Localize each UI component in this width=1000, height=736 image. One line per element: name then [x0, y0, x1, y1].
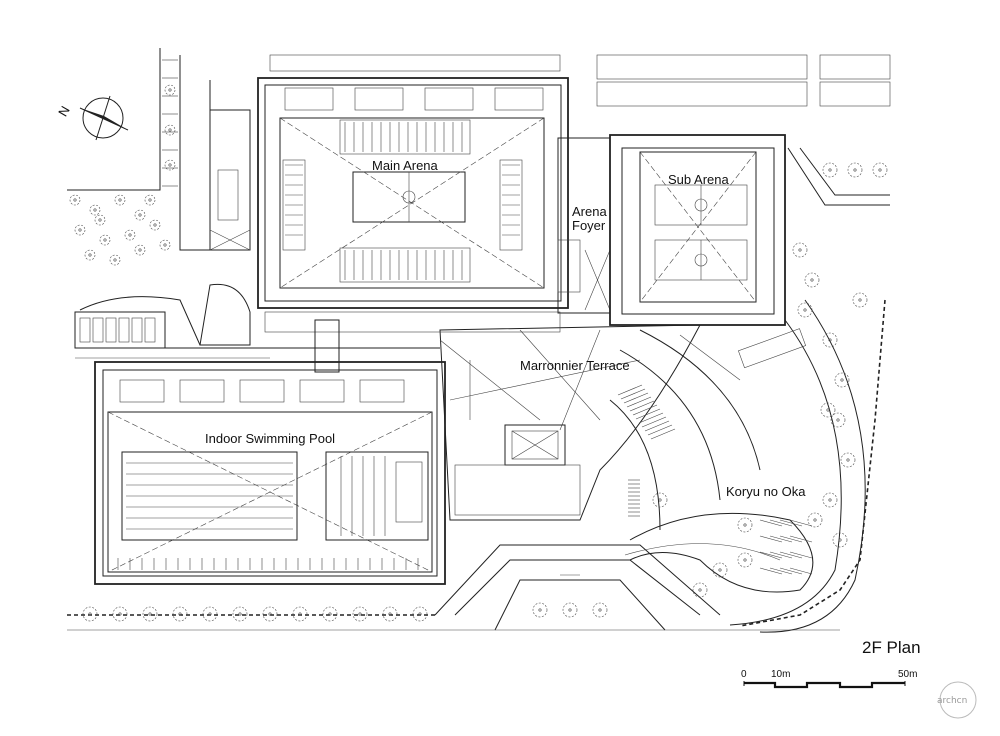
- scale-label-50m: 50m: [898, 669, 917, 680]
- watermark-logo: archcn: [937, 681, 977, 719]
- site-edge-northwest: [67, 48, 211, 266]
- label-main-arena: Main Arena: [372, 158, 439, 173]
- main-arena-block: [257, 77, 569, 309]
- label-indoor-swimming-pool: Indoor Swimming Pool: [205, 431, 335, 446]
- northwest-annex: [74, 296, 201, 349]
- plan-title: 2F Plan: [862, 638, 921, 657]
- south-boundary: [67, 606, 840, 631]
- west-service-block: [209, 109, 251, 251]
- label-koryu-no-oka: Koryu no Oka: [726, 484, 806, 499]
- east-road: [729, 147, 890, 633]
- scale-bar: 0 10m 50m: [741, 669, 917, 689]
- parking-area: [269, 54, 891, 107]
- scale-label-10m: 10m: [771, 669, 790, 680]
- north-label: N: [55, 103, 73, 119]
- watermark-text: archcn: [937, 696, 967, 706]
- label-arena-foyer-line1: Arena: [572, 204, 607, 219]
- south-plaza: [434, 544, 721, 631]
- sub-arena-block: [609, 134, 786, 326]
- label-marronnier-terrace: Marronnier Terrace: [520, 358, 630, 373]
- label-arena-foyer-line2: Foyer: [572, 218, 606, 233]
- label-sub-arena: Sub Arena: [668, 172, 729, 187]
- koryu-no-oka-area: [624, 492, 814, 598]
- scale-label-0: 0: [741, 669, 747, 680]
- swimming-pool-block: [94, 361, 446, 585]
- connecting-corridor: [75, 283, 561, 373]
- marronnier-terrace: [439, 324, 807, 531]
- north-arrow-icon: N: [55, 95, 129, 141]
